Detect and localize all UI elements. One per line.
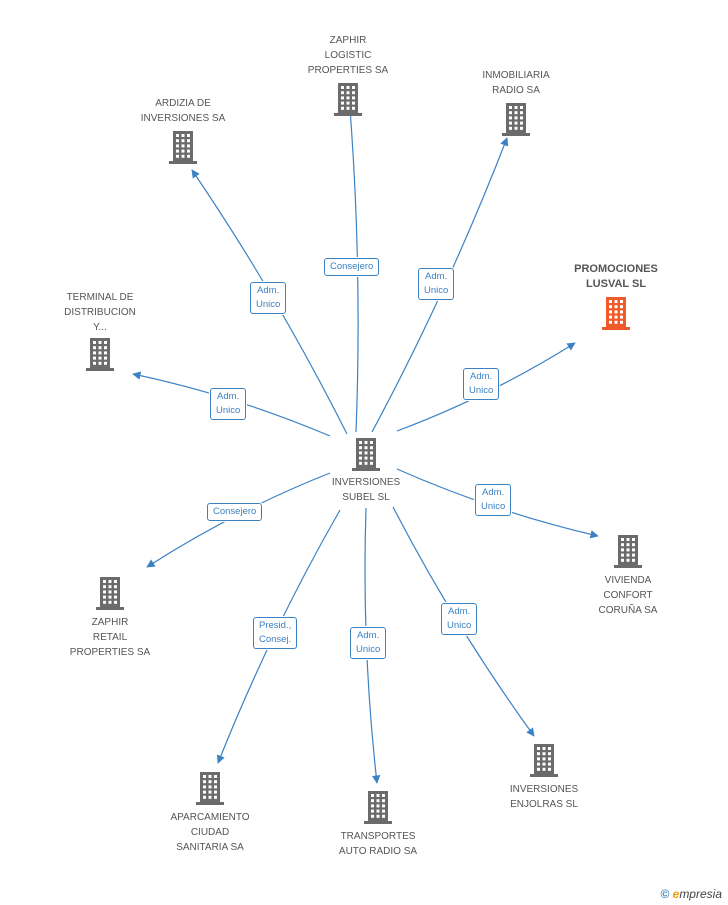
company-name: INVERSIONES ENJOLRAS SL <box>509 784 579 810</box>
company-node-zaphir-logistic[interactable]: ZAPHIR LOGISTIC PROPERTIES SA <box>298 33 398 121</box>
building-icon <box>612 534 644 573</box>
center-company-node[interactable]: INVERSIONES SUBEL SL <box>318 437 414 505</box>
company-node-promociones-lusval[interactable]: PROMOCIONES LUSVAL SL <box>560 262 672 335</box>
edge-label-terminal[interactable]: Adm. Unico <box>210 388 247 420</box>
company-node-inversiones-enjolras[interactable]: INVERSIONES ENJOLRAS SL <box>494 743 594 812</box>
brand-logo-initial: e <box>672 887 680 901</box>
copyright-symbol: © <box>660 887 670 901</box>
building-icon <box>194 771 226 810</box>
company-name: ZAPHIR LOGISTIC PROPERTIES SA <box>307 35 389 76</box>
company-name: PROMOCIONES LUSVAL SL <box>574 263 658 290</box>
company-name: TERMINAL DE DISTRIBUCION Y... <box>64 292 136 333</box>
brand-logo-text: mpresia <box>679 887 722 901</box>
building-icon <box>528 743 560 782</box>
company-node-transportes[interactable]: TRANSPORTES AUTO RADIO SA <box>322 790 434 859</box>
company-name: APARCAMIENTO CIUDAD SANITARIA SA <box>170 812 250 853</box>
edge-label-inmobiliaria-radio[interactable]: Adm. Unico <box>418 268 455 300</box>
edge-label-zaphir-retail[interactable]: Consejero <box>207 503 263 521</box>
edge-label-zaphir-logistic[interactable]: Consejero <box>324 258 380 276</box>
company-node-aparcamiento[interactable]: APARCAMIENTO CIUDAD SANITARIA SA <box>156 771 264 855</box>
company-node-inmobiliaria-radio[interactable]: INMOBILIARIA RADIO SA <box>470 68 562 141</box>
company-name: TRANSPORTES AUTO RADIO SA <box>338 831 418 857</box>
company-node-zaphir-retail[interactable]: ZAPHIR RETAIL PROPERTIES SA <box>58 576 162 660</box>
building-icon <box>600 296 632 335</box>
building-icon <box>350 437 382 476</box>
company-name: INMOBILIARIA RADIO SA <box>482 70 550 96</box>
building-icon <box>84 337 116 376</box>
company-name: ARDIZIA DE INVERSIONES SA <box>140 98 226 124</box>
footer-brand: © empresia <box>660 887 722 901</box>
building-icon <box>94 576 126 615</box>
edge-label-ardizia[interactable]: Adm. Unico <box>250 282 287 314</box>
company-node-terminal[interactable]: TERMINAL DE DISTRIBUCION Y... <box>52 290 148 376</box>
edge-label-promociones-lusval[interactable]: Adm. Unico <box>463 368 500 400</box>
company-name: ZAPHIR RETAIL PROPERTIES SA <box>69 617 151 658</box>
company-name: VIVIENDA CONFORT CORUÑA SA <box>598 575 658 616</box>
building-icon <box>332 82 364 121</box>
building-icon <box>362 790 394 829</box>
edge-label-aparcamiento[interactable]: Presid., Consej. <box>253 617 298 649</box>
edge-label-inversiones-enjolras[interactable]: Adm. Unico <box>441 603 478 635</box>
edge-label-vivienda-confort[interactable]: Adm. Unico <box>475 484 512 516</box>
company-node-ardizia[interactable]: ARDIZIA DE INVERSIONES SA <box>128 96 238 169</box>
building-icon <box>500 102 532 141</box>
center-company-name: INVERSIONES SUBEL SL <box>331 477 401 503</box>
edge-label-transportes[interactable]: Adm. Unico <box>350 627 387 659</box>
company-node-vivienda-confort[interactable]: VIVIENDA CONFORT CORUÑA SA <box>578 534 678 618</box>
building-icon <box>167 130 199 169</box>
